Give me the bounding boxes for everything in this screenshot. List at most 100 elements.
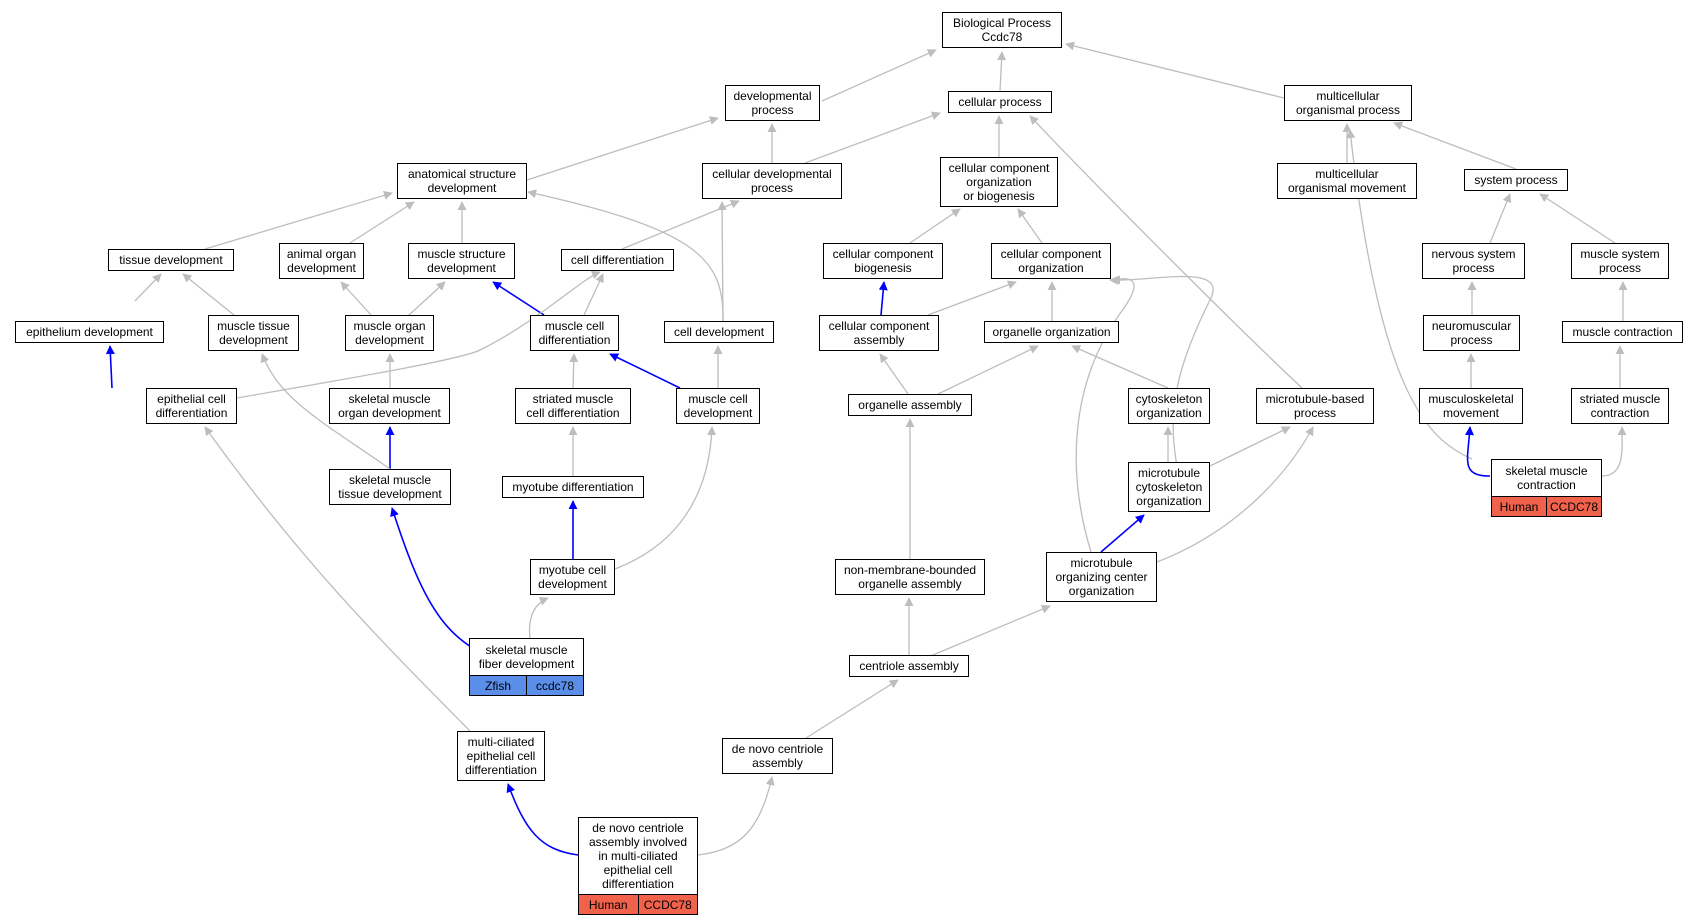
edge-gray <box>1489 193 1512 244</box>
edge-blue <box>878 281 888 316</box>
node-tissue-development[interactable]: tissue development <box>108 249 234 271</box>
node-muscle-system-process[interactable]: muscle system process <box>1571 243 1669 279</box>
edge-gray <box>927 280 1017 316</box>
node-cellular-component-organization-or-biogenesis[interactable]: cellular component organization or bioge… <box>940 157 1058 207</box>
node-cellular-component-assembly[interactable]: cellular component assembly <box>819 315 939 351</box>
edge-gray <box>236 270 601 399</box>
edge-gray <box>697 776 775 856</box>
node-musculoskeletal-movement[interactable]: musculoskeletal movement <box>1419 388 1523 424</box>
node-nervous-system-process[interactable]: nervous system process <box>1422 243 1525 279</box>
node-centriole-assembly[interactable]: centriole assembly <box>849 655 969 677</box>
node-label: de novo centriole assembly involved in m… <box>588 821 688 891</box>
edge-gray <box>526 116 719 181</box>
edge-gray <box>997 51 1007 92</box>
edge-gray <box>1539 193 1616 244</box>
node-organelle-organization[interactable]: organelle organization <box>984 321 1119 343</box>
node-skeletal-muscle-contraction[interactable]: skeletal muscle contraction Human CCDC78 <box>1491 459 1602 517</box>
node-microtubule-based-process[interactable]: microtubule-based process <box>1256 388 1374 424</box>
edge-gray <box>821 49 937 102</box>
node-cellular-component-biogenesis[interactable]: cellular component biogenesis <box>823 243 943 279</box>
node-striated-muscle-contraction[interactable]: striated muscle contraction <box>1571 388 1669 424</box>
edge-gray <box>528 597 549 639</box>
edge-gray <box>804 111 941 164</box>
node-muscle-structure-development[interactable]: muscle structure development <box>408 243 515 279</box>
node-skeletal-muscle-fiber-development[interactable]: skeletal muscle fiber development Zfish … <box>469 638 584 696</box>
node-striated-muscle-cell-differentiation[interactable]: striated muscle cell differentiation <box>515 388 631 424</box>
node-muscle-contraction[interactable]: muscle contraction <box>1562 321 1683 343</box>
edge-gray <box>805 679 899 739</box>
edge-blue <box>1100 514 1145 553</box>
edge-gray <box>1156 426 1314 563</box>
node-muscle-organ-development[interactable]: muscle organ development <box>345 315 434 351</box>
edge-gray <box>204 426 471 732</box>
node-microtubule-organizing-center-organization[interactable]: microtubule organizing center organizati… <box>1046 552 1157 602</box>
node-biological-process[interactable]: Biological Process Ccdc78 <box>942 12 1062 48</box>
edge-gray <box>1346 129 1473 460</box>
node-muscle-cell-differentiation[interactable]: muscle cell differentiation <box>530 315 619 351</box>
species-tag: Zfish <box>470 676 526 695</box>
gene-tag: CCDC78 <box>637 895 697 914</box>
annotation-tags: Human CCDC78 <box>1492 496 1601 516</box>
edge-gray <box>717 201 727 322</box>
node-developmental-process[interactable]: developmental process <box>725 85 820 121</box>
edge-gray <box>527 189 724 322</box>
node-epithelium-development[interactable]: epithelium development <box>15 321 164 343</box>
edge-blue <box>609 353 681 389</box>
edge-gray <box>134 273 162 302</box>
node-neuromuscular-process[interactable]: neuromuscular process <box>1423 315 1520 351</box>
node-cellular-component-organization[interactable]: cellular component organization <box>991 243 1111 279</box>
edge-gray <box>182 273 235 316</box>
node-muscle-cell-development[interactable]: muscle cell development <box>676 388 760 424</box>
edge-blue <box>105 345 115 389</box>
node-cell-development[interactable]: cell development <box>664 321 774 343</box>
node-label: skeletal muscle contraction <box>1505 464 1588 492</box>
node-cell-differentiation[interactable]: cell differentiation <box>561 249 674 271</box>
edge-gray <box>1071 345 1169 389</box>
edge-gray <box>1209 426 1291 467</box>
node-animal-organ-development[interactable]: animal organ development <box>279 243 364 279</box>
edge-gray <box>349 201 415 244</box>
node-muscle-tissue-development[interactable]: muscle tissue development <box>208 315 299 351</box>
node-microtubule-cytoskeleton-organization[interactable]: microtubule cytoskeleton organization <box>1128 462 1210 512</box>
species-tag: Human <box>579 895 638 914</box>
species-tag: Human <box>1492 497 1546 516</box>
edge-gray <box>937 345 1039 395</box>
annotation-tags: Human CCDC78 <box>579 894 697 914</box>
node-label: skeletal muscle fiber development <box>478 643 575 671</box>
node-organelle-assembly[interactable]: organelle assembly <box>848 394 972 416</box>
edge-blue <box>492 281 545 316</box>
node-system-process[interactable]: system process <box>1464 169 1568 191</box>
node-myotube-differentiation[interactable]: myotube differentiation <box>502 476 644 498</box>
node-multi-ciliated-epithelial-cell-differentiation[interactable]: multi-ciliated epithelial cell different… <box>457 731 545 781</box>
node-epithelial-cell-differentiation[interactable]: epithelial cell differentiation <box>146 388 237 424</box>
edge-gray <box>1601 426 1627 477</box>
node-multicellular-organismal-process[interactable]: multicellular organismal process <box>1284 85 1412 121</box>
edge-gray <box>583 273 604 316</box>
node-myotube-cell-development[interactable]: myotube cell development <box>530 559 615 595</box>
edge-gray <box>569 353 579 389</box>
edge-gray <box>879 353 909 395</box>
edge-gray <box>1393 121 1517 170</box>
edge-gray <box>340 281 372 316</box>
node-non-membrane-bounded-organelle-assembly[interactable]: non-membrane-bounded organelle assembly <box>835 559 985 595</box>
node-skeletal-muscle-tissue-development[interactable]: skeletal muscle tissue development <box>329 469 451 505</box>
edge-blue <box>506 783 579 856</box>
edge-gray <box>204 191 393 250</box>
node-cellular-process[interactable]: cellular process <box>948 91 1052 113</box>
edge-gray <box>260 353 391 470</box>
node-de-novo-centriole-assembly[interactable]: de novo centriole assembly <box>722 738 833 774</box>
node-de-novo-centriole-assembly-multi-ciliated[interactable]: de novo centriole assembly involved in m… <box>578 817 698 915</box>
node-skeletal-muscle-organ-development[interactable]: skeletal muscle organ development <box>329 388 450 424</box>
edge-gray <box>909 208 961 244</box>
edge-gray <box>614 426 717 570</box>
edge-gray <box>1017 208 1043 244</box>
node-multicellular-organismal-movement[interactable]: multicellular organismal movement <box>1277 163 1417 199</box>
node-cellular-developmental-process[interactable]: cellular developmental process <box>702 163 842 199</box>
node-cytoskeleton-organization[interactable]: cytoskeleton organization <box>1128 388 1210 424</box>
gene-tag: CCDC78 <box>1546 497 1601 516</box>
edge-gray <box>1065 41 1285 99</box>
node-anatomical-structure-development[interactable]: anatomical structure development <box>397 163 527 199</box>
edge-gray <box>1075 275 1135 553</box>
